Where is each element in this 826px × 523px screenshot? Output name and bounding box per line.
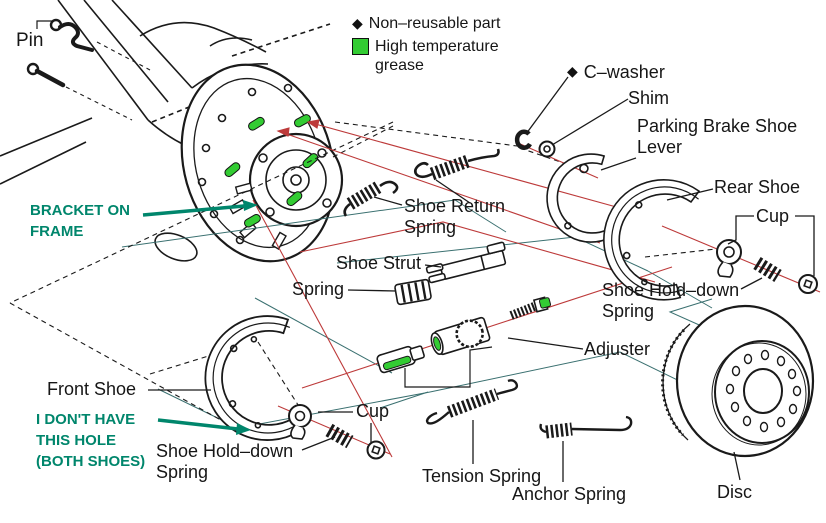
label-shoe-hold-down-spring-bottom: Shoe Hold–down Spring [156, 441, 294, 482]
label-front-shoe: Front Shoe [47, 379, 137, 399]
annotation-no-hole: I DON'T HAVE THIS HOLE (BOTH SHOES) [36, 411, 146, 470]
label-anchor-spring: Anchor Spring [512, 484, 627, 504]
label-c-washer: ◆ C–washer [567, 62, 665, 83]
high-temp-grease-swatch-icon [352, 38, 369, 55]
label-shoe-return-spring: Shoe Return Spring [404, 196, 506, 237]
legend-non-reusable: ◆ Non–reusable part [352, 14, 500, 33]
shoe-return-springs [343, 148, 500, 217]
c-washer-part [514, 129, 532, 150]
label-spring: Spring [292, 279, 345, 299]
shim-part [538, 140, 556, 158]
parking-brake-shoe-lever [546, 153, 611, 243]
label-shim: Shim [628, 88, 670, 108]
label-shoe-strut: Shoe Strut [336, 253, 422, 273]
hold-down-set-bottom [288, 404, 386, 460]
label-rear-shoe: Rear Shoe [714, 177, 801, 197]
pin-parts [26, 18, 151, 121]
label-shoe-hold-down-spring-right: Shoe Hold–down Spring [602, 280, 740, 321]
label-adjuster: Adjuster [584, 339, 651, 359]
label-disc: Disc [717, 482, 752, 502]
hold-down-set-right [716, 239, 818, 294]
label-cup-bottom: Cup [356, 401, 390, 421]
annotation-arrows [142, 200, 258, 435]
label-tension-spring: Tension Spring [422, 466, 542, 486]
tension-spring-part [425, 379, 519, 425]
non-reusable-diamond-icon: ◆ [567, 63, 578, 79]
annotation-bracket-on-frame: BRACKET ON FRAME [30, 202, 130, 240]
non-reusable-diamond-icon: ◆ [352, 15, 363, 31]
shoe-strut [425, 241, 507, 284]
label-parking-brake-shoe-lever: Parking Brake Shoe Lever [637, 116, 798, 157]
legend-grease-label: High temperature grease [375, 38, 499, 74]
leader-lines [148, 76, 815, 482]
backing-plate [154, 63, 344, 263]
c-washer-text: C–washer [583, 62, 665, 82]
label-pin: Pin [16, 30, 44, 51]
legend-high-temp-grease: High temperature grease [352, 37, 499, 75]
disc-part [661, 304, 815, 458]
spring-block [394, 278, 432, 306]
anchor-spring-part [539, 415, 633, 439]
rear-shoe-part [603, 179, 701, 301]
adjuster-parts [376, 296, 552, 388]
label-cup-right: Cup [756, 206, 790, 226]
legend-non-reusable-label: Non–reusable part [368, 15, 501, 32]
